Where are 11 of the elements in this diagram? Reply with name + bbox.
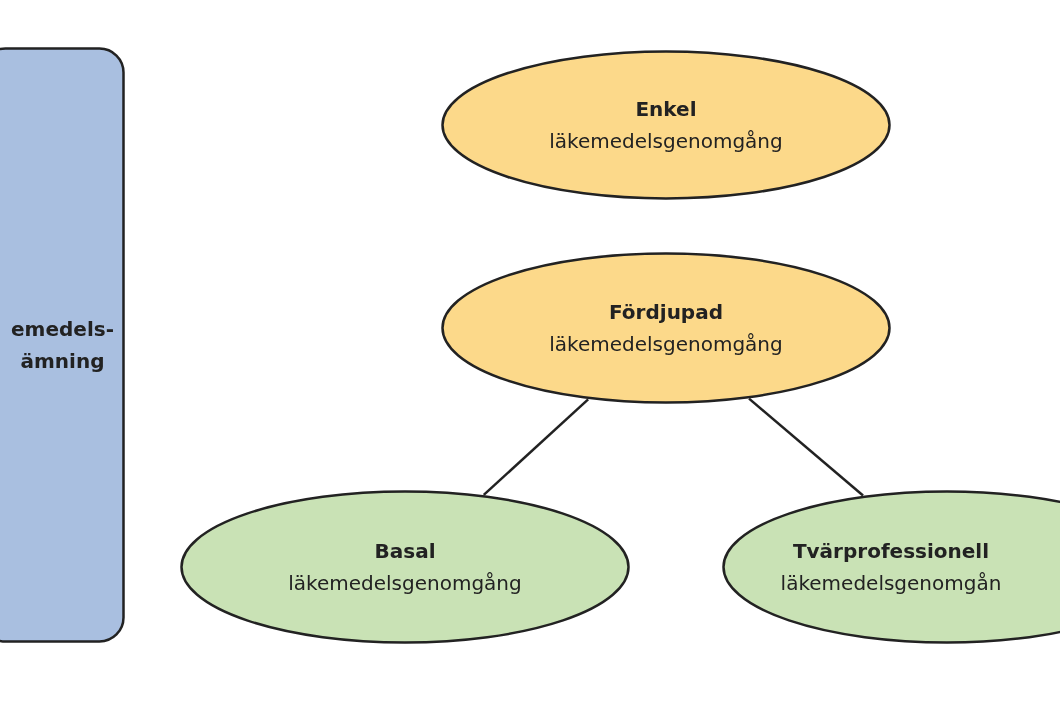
node-text: läkemedelsgenomgång [288,570,522,597]
node-text: läkemedelsgenomgång [549,331,783,358]
connector-line [482,398,589,496]
node-heading: Tvärprofessionell [792,538,990,565]
node-text: emedels- ämning [10,316,115,375]
node-heading: Basal [374,538,436,565]
node-heading: Enkel [635,96,697,123]
node-heading: Fördjupad [609,299,723,326]
node-text: läkemedelsgenomgång [549,128,783,155]
connector-line [748,397,864,497]
node-text: läkemedelsgenomgån [780,570,1002,597]
